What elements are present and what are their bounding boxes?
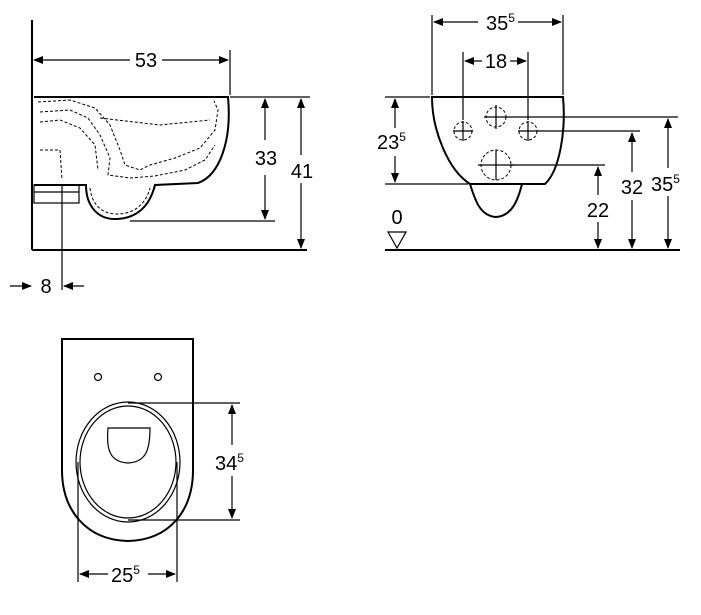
top-outer-outline — [61, 338, 194, 543]
dim-255-sup: 5 — [133, 563, 140, 577]
dim-235-sup: 5 — [399, 130, 406, 144]
rim-inner — [79, 405, 177, 519]
bowl-outline — [34, 96, 230, 221]
front-bowl-outline — [430, 96, 565, 185]
dim-255-main: 25 — [111, 565, 133, 587]
dim-355h-label: 355 — [651, 172, 680, 196]
inner-basin — [106, 427, 151, 464]
dim-8-label: 8 — [40, 276, 51, 298]
front-outlet — [469, 183, 523, 219]
dim-255-label: 255 — [111, 563, 140, 587]
dim-53-label: 53 — [135, 50, 157, 72]
dim-33-label: 33 — [255, 148, 277, 170]
dim-22-label: 22 — [587, 200, 609, 222]
side-view: 53 33 41 8 — [10, 20, 313, 298]
dim-355h-main: 35 — [651, 174, 673, 196]
hidden-inlet — [40, 149, 63, 181]
rim-outer — [75, 401, 181, 523]
dim-355w-sup: 5 — [508, 11, 515, 25]
dim-355w-label: 355 — [486, 11, 515, 35]
front-view: 355 18 235 0 22 32 355 — [377, 11, 680, 251]
zero-label: 0 — [391, 207, 402, 229]
hidden-channel-3 — [39, 119, 99, 171]
hidden-channel — [37, 99, 219, 171]
mounting-block — [33, 184, 80, 204]
dim-345-main: 34 — [215, 453, 237, 475]
hidden-rim — [99, 117, 211, 126]
dim-235-main: 23 — [377, 132, 399, 154]
fixing-hole-left — [93, 372, 103, 382]
hidden-channel-2 — [39, 109, 216, 179]
dim-345-sup: 5 — [237, 451, 244, 465]
dim-41-label: 41 — [291, 161, 313, 183]
zero-level-marker — [386, 231, 408, 250]
hidden-bowl — [89, 187, 151, 215]
dim-235-label: 235 — [377, 130, 406, 154]
dim-345-label: 345 — [215, 451, 244, 475]
top-view: 345 255 — [61, 338, 244, 587]
dim-32-label: 32 — [621, 177, 643, 199]
dim-355w-main: 35 — [486, 13, 508, 35]
dim-18-label: 18 — [485, 51, 507, 73]
fixing-hole-right — [153, 372, 163, 382]
dim-355h-sup: 5 — [673, 172, 680, 186]
